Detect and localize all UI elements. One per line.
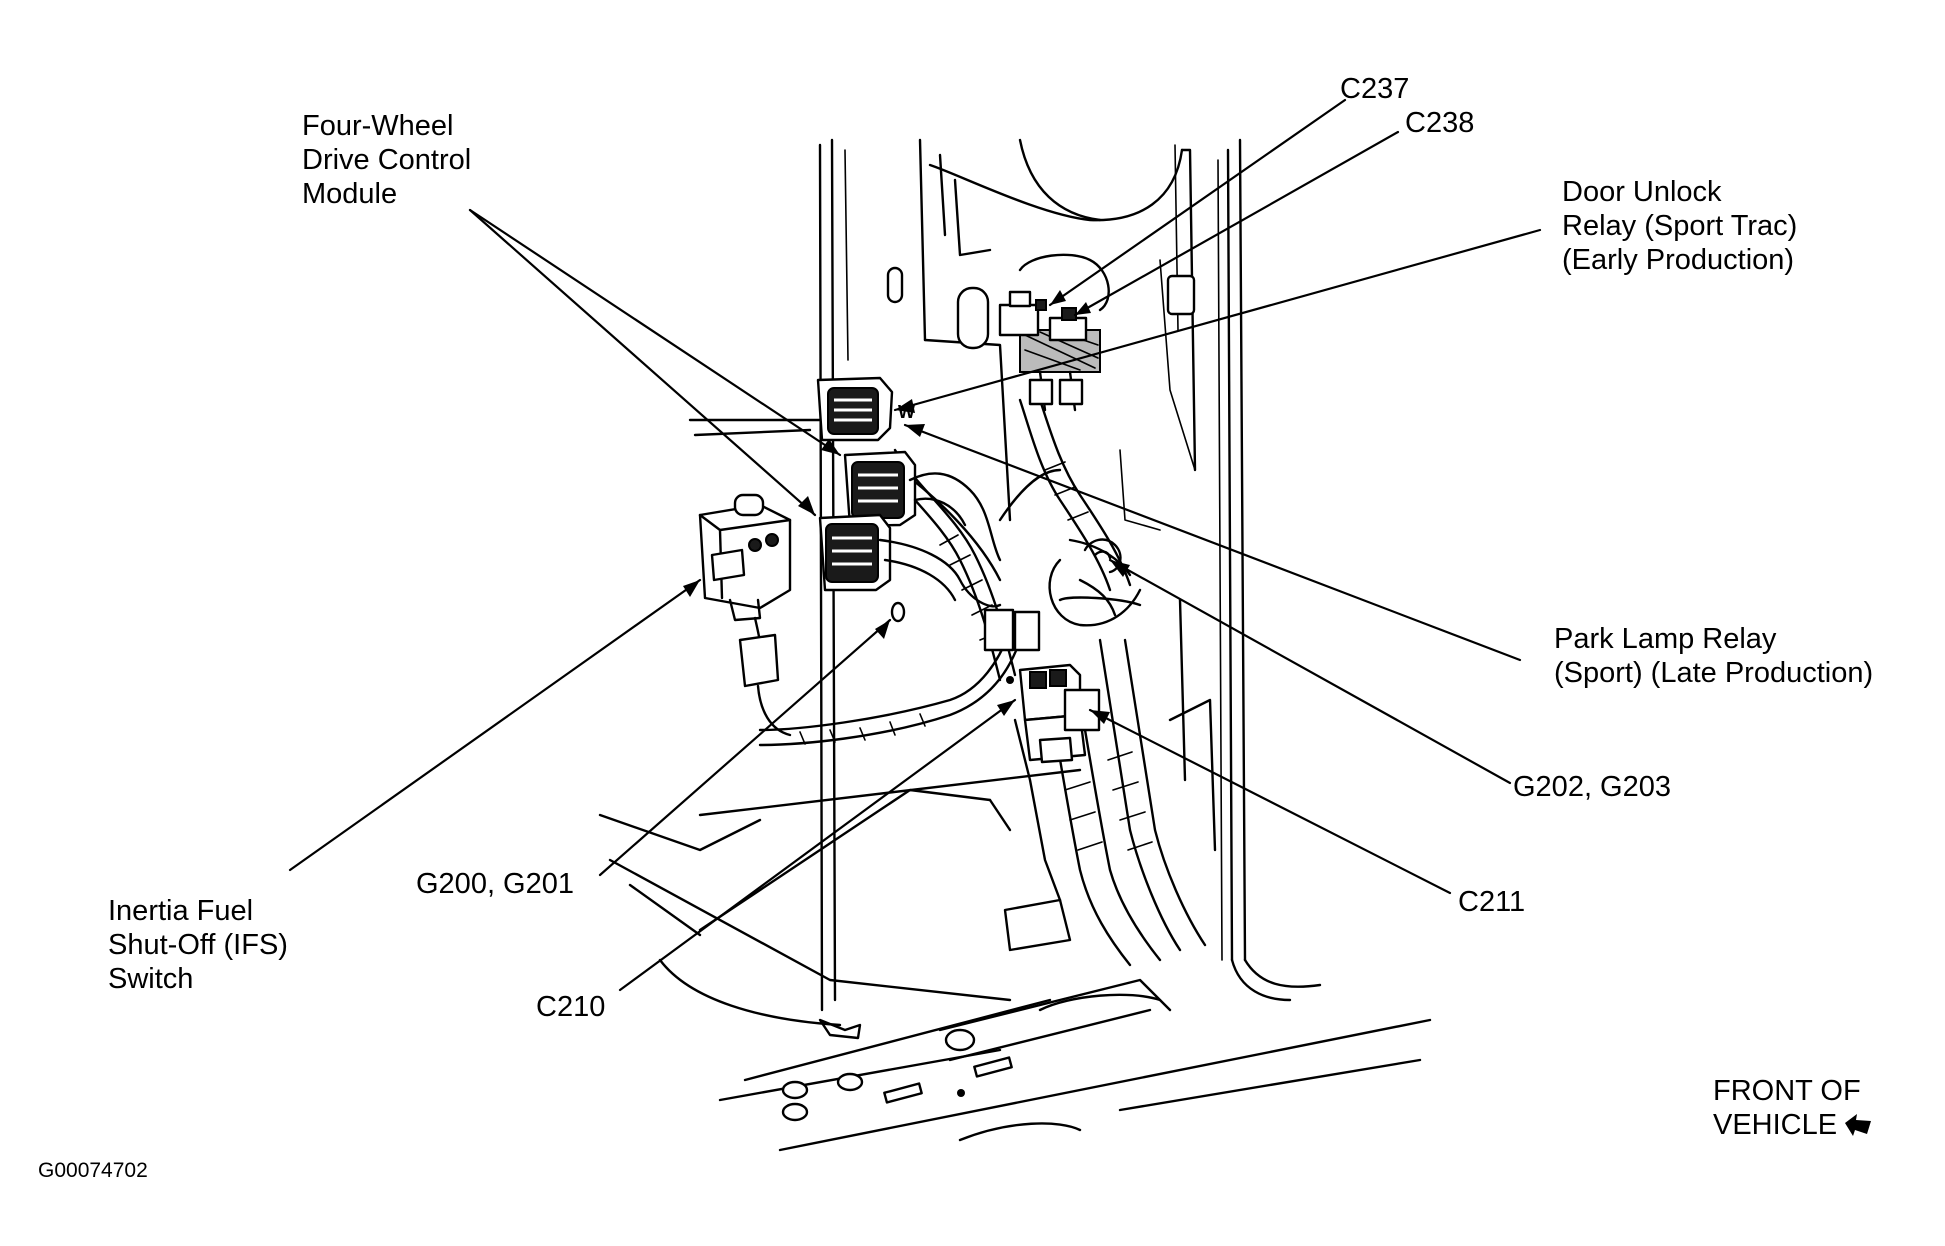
relay-block — [983, 608, 1101, 764]
wiring-harness — [758, 398, 1207, 967]
floor-structure — [598, 418, 1432, 1152]
inertia-switch — [698, 493, 792, 737]
door-unlock-relay-assembly — [998, 253, 1110, 412]
label-g202-g203: G202, G203 — [1513, 771, 1671, 803]
arrow-icon — [1845, 1114, 1872, 1136]
label-four-wheel-drive-control-module: Four-Wheel Drive Control Module — [302, 110, 472, 210]
figure-id: G00074702 — [38, 1159, 148, 1182]
label-c211: C211 — [1458, 886, 1526, 918]
label-c210: C210 — [536, 991, 606, 1023]
label-inertia-fuel-shutoff-switch: Inertia Fuel Shut-Off (IFS) Switch — [108, 895, 288, 995]
ground-points — [890, 601, 906, 623]
label-c237: C237 — [1340, 73, 1410, 105]
label-c238: C238 — [1405, 107, 1475, 139]
label-front-of-vehicle: FRONT OF VEHICLE — [1713, 1074, 1873, 1142]
label-park-lamp-relay: Park Lamp Relay (Sport) (Late Production… — [1554, 623, 1874, 689]
four-wheel-drive-connectors: W — [816, 376, 1002, 608]
label-door-unlock-relay: Door Unlock Relay (Sport Trac) (Early Pr… — [1562, 176, 1798, 276]
leader-lines — [288, 98, 1542, 992]
pillar-structure — [818, 138, 1322, 1012]
label-g200-g201: G200, G201 — [416, 868, 574, 900]
